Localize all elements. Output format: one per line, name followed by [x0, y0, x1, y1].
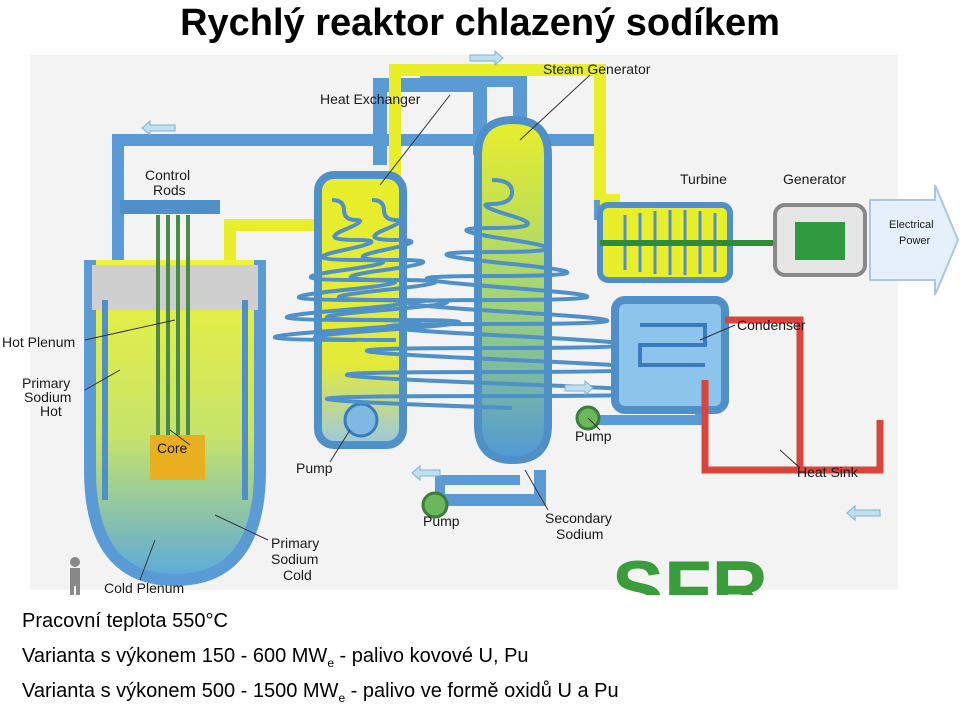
label-turbine: Turbine — [680, 171, 727, 187]
label-cold-plenum: Cold Plenum — [104, 580, 184, 595]
footer-line-3-b: - palivo ve formě oxidů U a Pu — [345, 680, 619, 702]
flow-arrows — [141, 50, 881, 522]
reactor-diagram: SFR Steam Generator Heat Exchanger Contr… — [2, 50, 960, 595]
label-pump-secondary: Pump — [423, 513, 460, 529]
footer-line-2-b: - palivo kovové U, Pu — [334, 645, 529, 667]
primary-pump-impeller — [343, 402, 379, 438]
label-pump-primary: Pump — [296, 460, 333, 476]
label-steam-generator: Steam Generator — [543, 61, 651, 77]
label-control-rods-2: Rods — [153, 182, 186, 198]
label-secondary-1: Secondary — [545, 510, 612, 526]
footer-line-2-a: Varianta s výkonem 150 - 600 MW — [22, 645, 328, 667]
label-generator: Generator — [783, 171, 846, 187]
label-electrical-2: Power — [899, 235, 931, 247]
leader-lines — [84, 74, 801, 581]
heat-sink-pipe — [701, 316, 884, 474]
footer-line-2-sub: e — [327, 656, 334, 670]
heat-exchanger-coils — [272, 198, 461, 342]
page-title: Rychlý reaktor chlazený sodíkem — [180, 2, 780, 44]
control-rods — [156, 215, 190, 435]
sfr-logo: SFR — [612, 544, 768, 595]
steam-generator-coils — [325, 178, 669, 410]
label-control-rods-1: Control — [145, 167, 190, 183]
label-primary-hot-3: Hot — [40, 403, 62, 419]
footer-line-1: Pracovní teplota 550°C — [22, 610, 228, 632]
label-core: Core — [157, 440, 188, 456]
footer-line-3-a: Varianta s výkonem 500 - 1500 MW — [22, 680, 339, 702]
label-primary-cold-2: Sodium — [271, 551, 318, 567]
label-hot-plenum: Hot Plenum — [2, 334, 75, 350]
label-primary-hot-1: Primary — [22, 375, 70, 391]
footer-line-2: Varianta s výkonem 150 - 600 MWe - paliv… — [22, 645, 529, 670]
label-heat-exchanger: Heat Exchanger — [320, 91, 421, 107]
label-heat-sink: Heat Sink — [797, 464, 859, 480]
reactor-vessel — [84, 260, 266, 587]
condenser-tubes — [638, 323, 707, 367]
condenser — [611, 296, 729, 414]
label-pump-condenser: Pump — [575, 428, 612, 444]
reactor-core — [150, 435, 205, 480]
generator-rotor — [795, 222, 845, 260]
electrical-power-arrow — [869, 184, 960, 296]
label-electrical-1: Electrical — [889, 219, 934, 231]
hot-secondary-pipe — [389, 64, 620, 235]
pump-secondary — [421, 491, 449, 519]
footer-line-3-sub: e — [338, 691, 346, 705]
vessel-gas-space — [92, 265, 258, 310]
person-scale-icon — [70, 557, 80, 595]
label-secondary-2: Sodium — [556, 526, 603, 542]
label-primary-hot-2: Sodium — [24, 389, 71, 405]
label-primary-cold-1: Primary — [271, 535, 319, 551]
vessel-head — [120, 200, 220, 214]
label-condenser: Condenser — [737, 317, 806, 333]
footer-line-3: Varianta s výkonem 500 - 1500 MWe - pali… — [22, 680, 619, 705]
label-primary-cold-3: Cold — [283, 567, 312, 583]
inner-barrel — [102, 300, 248, 500]
